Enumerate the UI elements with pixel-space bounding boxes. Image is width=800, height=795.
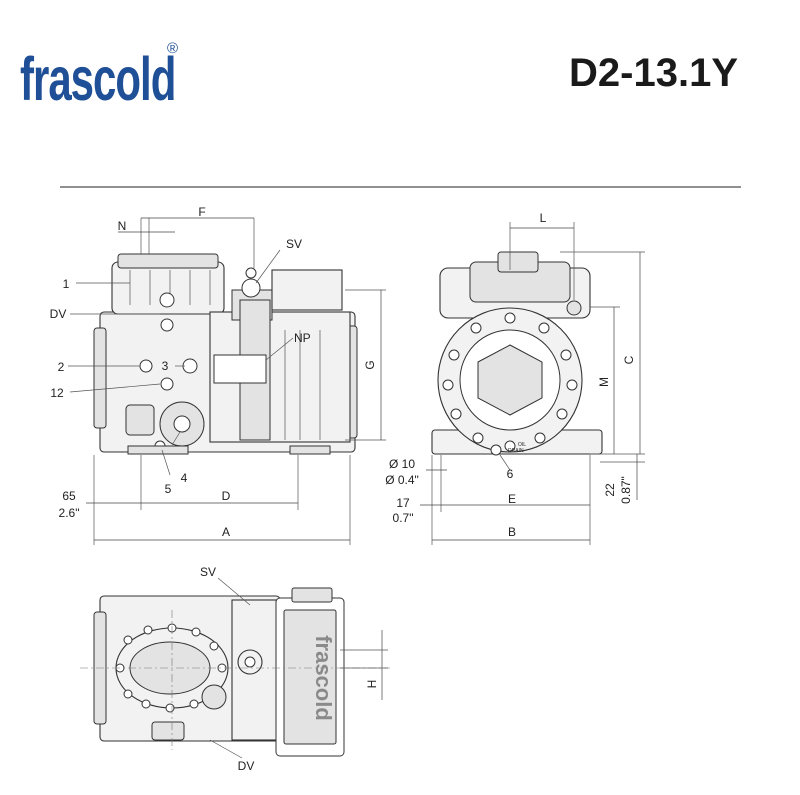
label-N: N <box>118 219 127 233</box>
label-SV-bottom: SV <box>200 565 216 579</box>
label-H: H <box>365 680 379 689</box>
label-C: C <box>622 355 636 364</box>
label-M: M <box>597 377 611 387</box>
label-B: B <box>508 525 516 539</box>
label-SV: SV <box>286 237 302 251</box>
label-6: 6 <box>507 467 514 481</box>
brand-logo: frascold ® <box>20 40 178 114</box>
label-DV: DV <box>50 307 67 321</box>
label-4: 4 <box>181 471 188 485</box>
brand-logo-text: frascold <box>20 46 175 114</box>
label-65: 65 <box>62 489 76 503</box>
registered-mark: ® <box>167 40 178 57</box>
label-3: 3 <box>162 359 169 373</box>
label-d10: Ø 10 <box>389 457 415 471</box>
label-G: G <box>363 360 377 369</box>
label-NP: NP <box>294 331 311 345</box>
label-oil: OIL <box>518 442 526 448</box>
label-2: 2 <box>58 360 65 374</box>
label-5: 5 <box>165 482 172 496</box>
label-0-87in: 0.87" <box>619 476 633 504</box>
label-DV-bottom: DV <box>238 759 255 773</box>
label-0-7in: 0.7" <box>393 511 414 525</box>
label-d04: Ø 0.4" <box>385 473 419 487</box>
label-1: 1 <box>63 277 70 291</box>
label-drain: DRAIN <box>508 448 524 454</box>
front-view <box>420 222 645 545</box>
label-L: L <box>540 211 547 225</box>
label-D: D <box>222 489 231 503</box>
motor-cover-logo: frascold <box>311 635 336 721</box>
label-A: A <box>222 525 230 539</box>
label-17: 17 <box>396 496 410 510</box>
label-22: 22 <box>603 483 617 497</box>
model-title: D2-13.1Y <box>569 51 738 95</box>
label-12: 12 <box>50 386 64 400</box>
label-F: F <box>198 205 205 219</box>
label-E: E <box>508 492 516 506</box>
top-view <box>80 577 390 759</box>
side-view <box>68 217 386 545</box>
label-2-6in: 2.6" <box>59 506 80 520</box>
